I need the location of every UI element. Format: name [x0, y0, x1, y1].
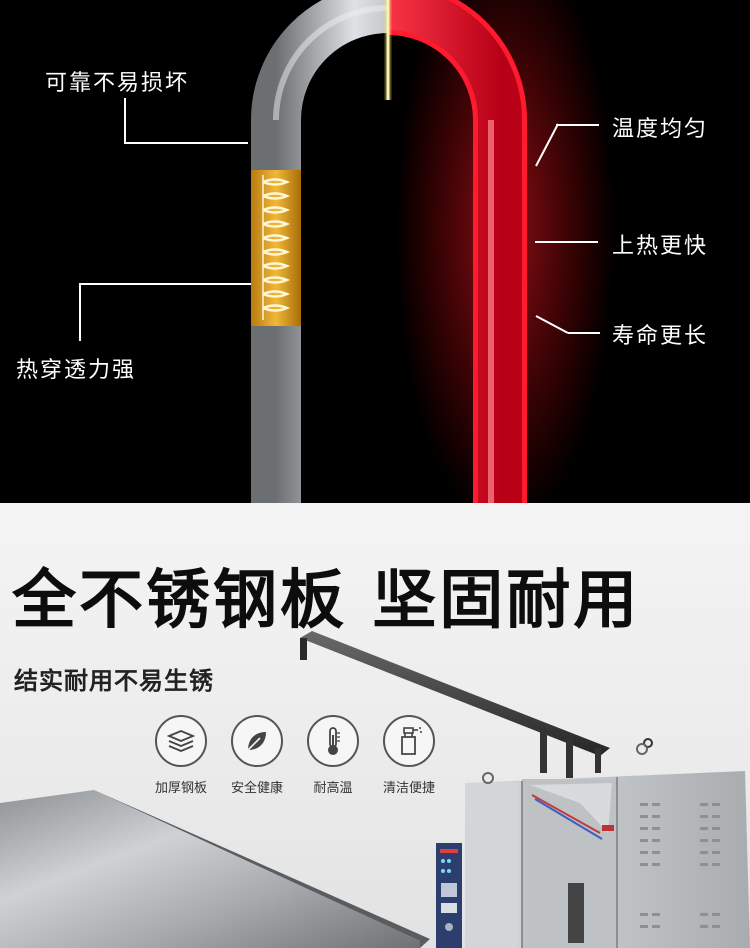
- callout-reliable: 可靠不易损坏: [45, 71, 190, 96]
- feature-label: 安全健康: [230, 781, 283, 796]
- steel-sheet: [0, 790, 430, 948]
- callout-line-reliable: [124, 98, 248, 144]
- product-scene: [0, 631, 750, 948]
- callout-fast-heat: 上热更快: [612, 234, 709, 259]
- callout-line-uniform-diag: [535, 123, 559, 167]
- feature-label: 清洁便捷: [382, 781, 435, 796]
- coil-cutaway: [251, 170, 301, 326]
- layers-icon: [155, 715, 207, 767]
- callout-line-longer-life-diag: [535, 315, 569, 334]
- callout-line-longer-life: [568, 332, 600, 334]
- callout-uniform-temp: 温度均匀: [612, 117, 709, 142]
- callout-penetration: 热穿透力强: [16, 358, 137, 383]
- subheadline: 结实耐用不易生锈: [14, 667, 214, 695]
- leaf-icon: [231, 715, 283, 767]
- heating-tube-section: 可靠不易损坏 热穿透力强 温度均匀 上热更快 寿命更长: [0, 0, 750, 503]
- stainless-steel-section: 全不锈钢板 坚固耐用 结实耐用不易生锈 加厚钢板 安全健康: [0, 503, 750, 948]
- callout-line-fast-heat: [535, 241, 598, 243]
- hot-tube-half: [388, 0, 527, 503]
- feature-icons-row: 加厚钢板 安全健康 耐高温: [146, 715, 436, 805]
- spray-bottle-icon: [383, 715, 435, 767]
- steaming-cabinet: [465, 743, 750, 948]
- feature-label: 加厚钢板: [154, 781, 207, 796]
- callout-longer-life: 寿命更长: [612, 324, 709, 349]
- control-panel: [436, 843, 462, 948]
- feature-thick-steel: 加厚钢板: [146, 715, 216, 796]
- callout-line-penetration: [79, 283, 251, 341]
- feature-easy-clean: 清洁便捷: [374, 715, 444, 796]
- feature-safe-healthy: 安全健康: [222, 715, 292, 796]
- feature-heat-resistant: 耐高温: [298, 715, 368, 796]
- callout-line-uniform: [556, 124, 599, 126]
- feature-label: 耐高温: [313, 781, 353, 796]
- headline: 全不锈钢板 坚固耐用: [12, 564, 641, 638]
- cold-tube-half: [251, 0, 388, 503]
- overhead-rail: [300, 631, 653, 778]
- thermometer-icon: [307, 715, 359, 767]
